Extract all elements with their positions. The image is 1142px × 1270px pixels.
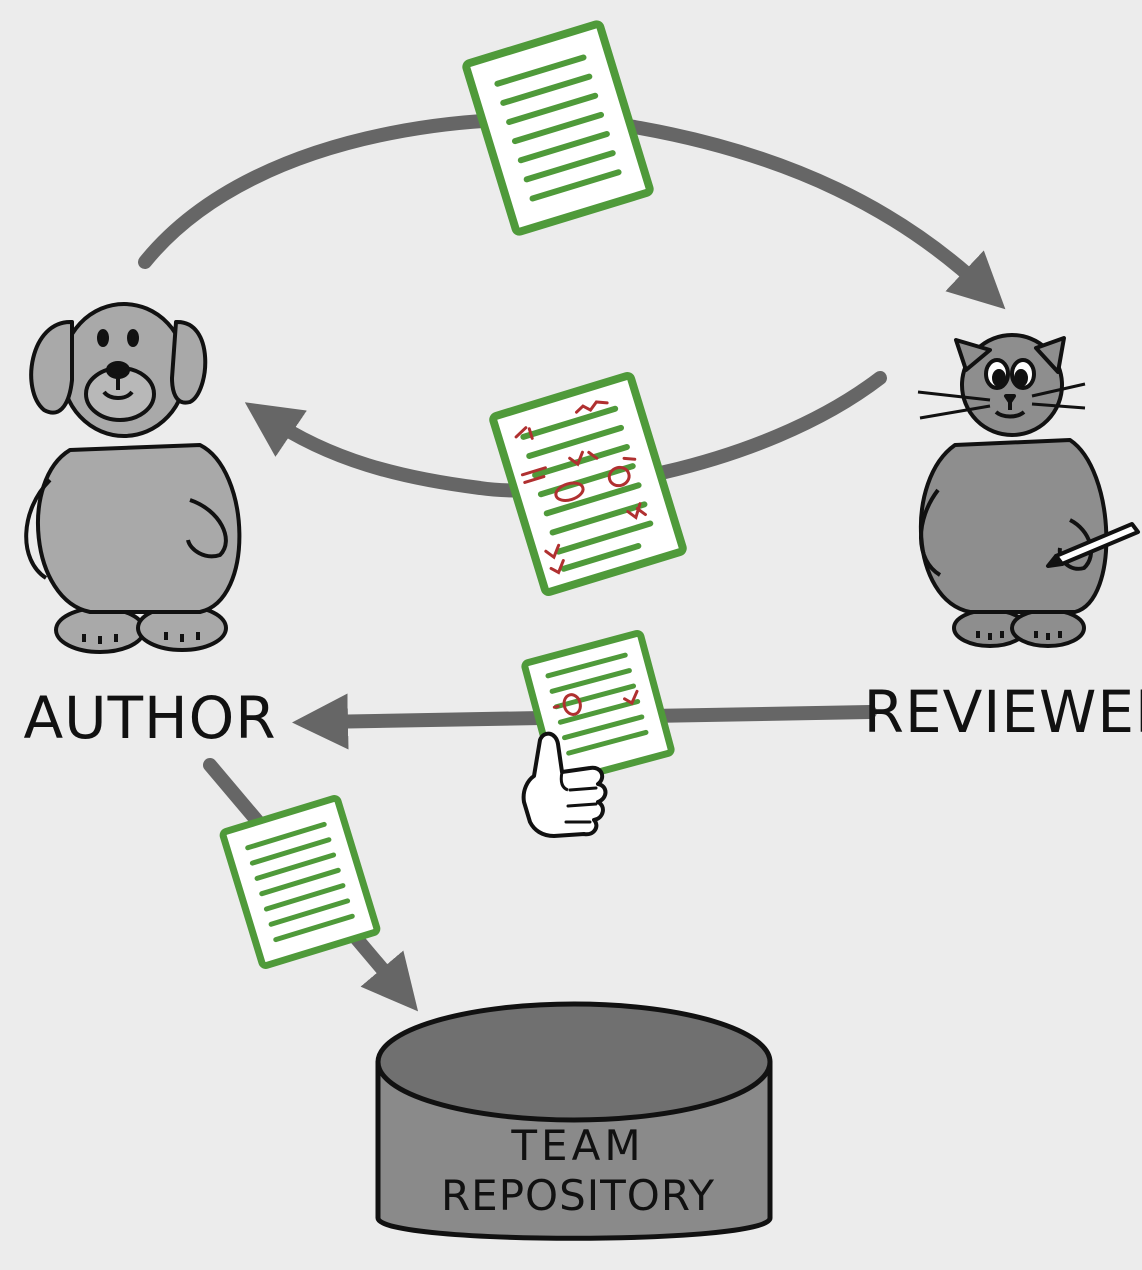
repository-label-line1: TEAM	[510, 1121, 644, 1170]
reviewer-label: REVIEWER	[864, 678, 1142, 746]
approved-document-icon	[521, 629, 675, 787]
merged-document-icon	[219, 795, 381, 969]
dog-icon	[24, 302, 242, 654]
review-marks-icon	[514, 400, 647, 575]
reviewed-document-icon	[489, 371, 687, 597]
repository-label-line2: REPOSITORY	[441, 1171, 715, 1220]
cat-icon	[917, 333, 1140, 648]
thumbs-up-icon	[521, 731, 608, 838]
author-label: AUTHOR	[23, 684, 276, 752]
document-icon	[462, 20, 654, 236]
feedback-arrow	[244, 371, 887, 498]
database-cylinder-icon	[375, 1001, 773, 1241]
pencil-icon	[1046, 522, 1140, 568]
